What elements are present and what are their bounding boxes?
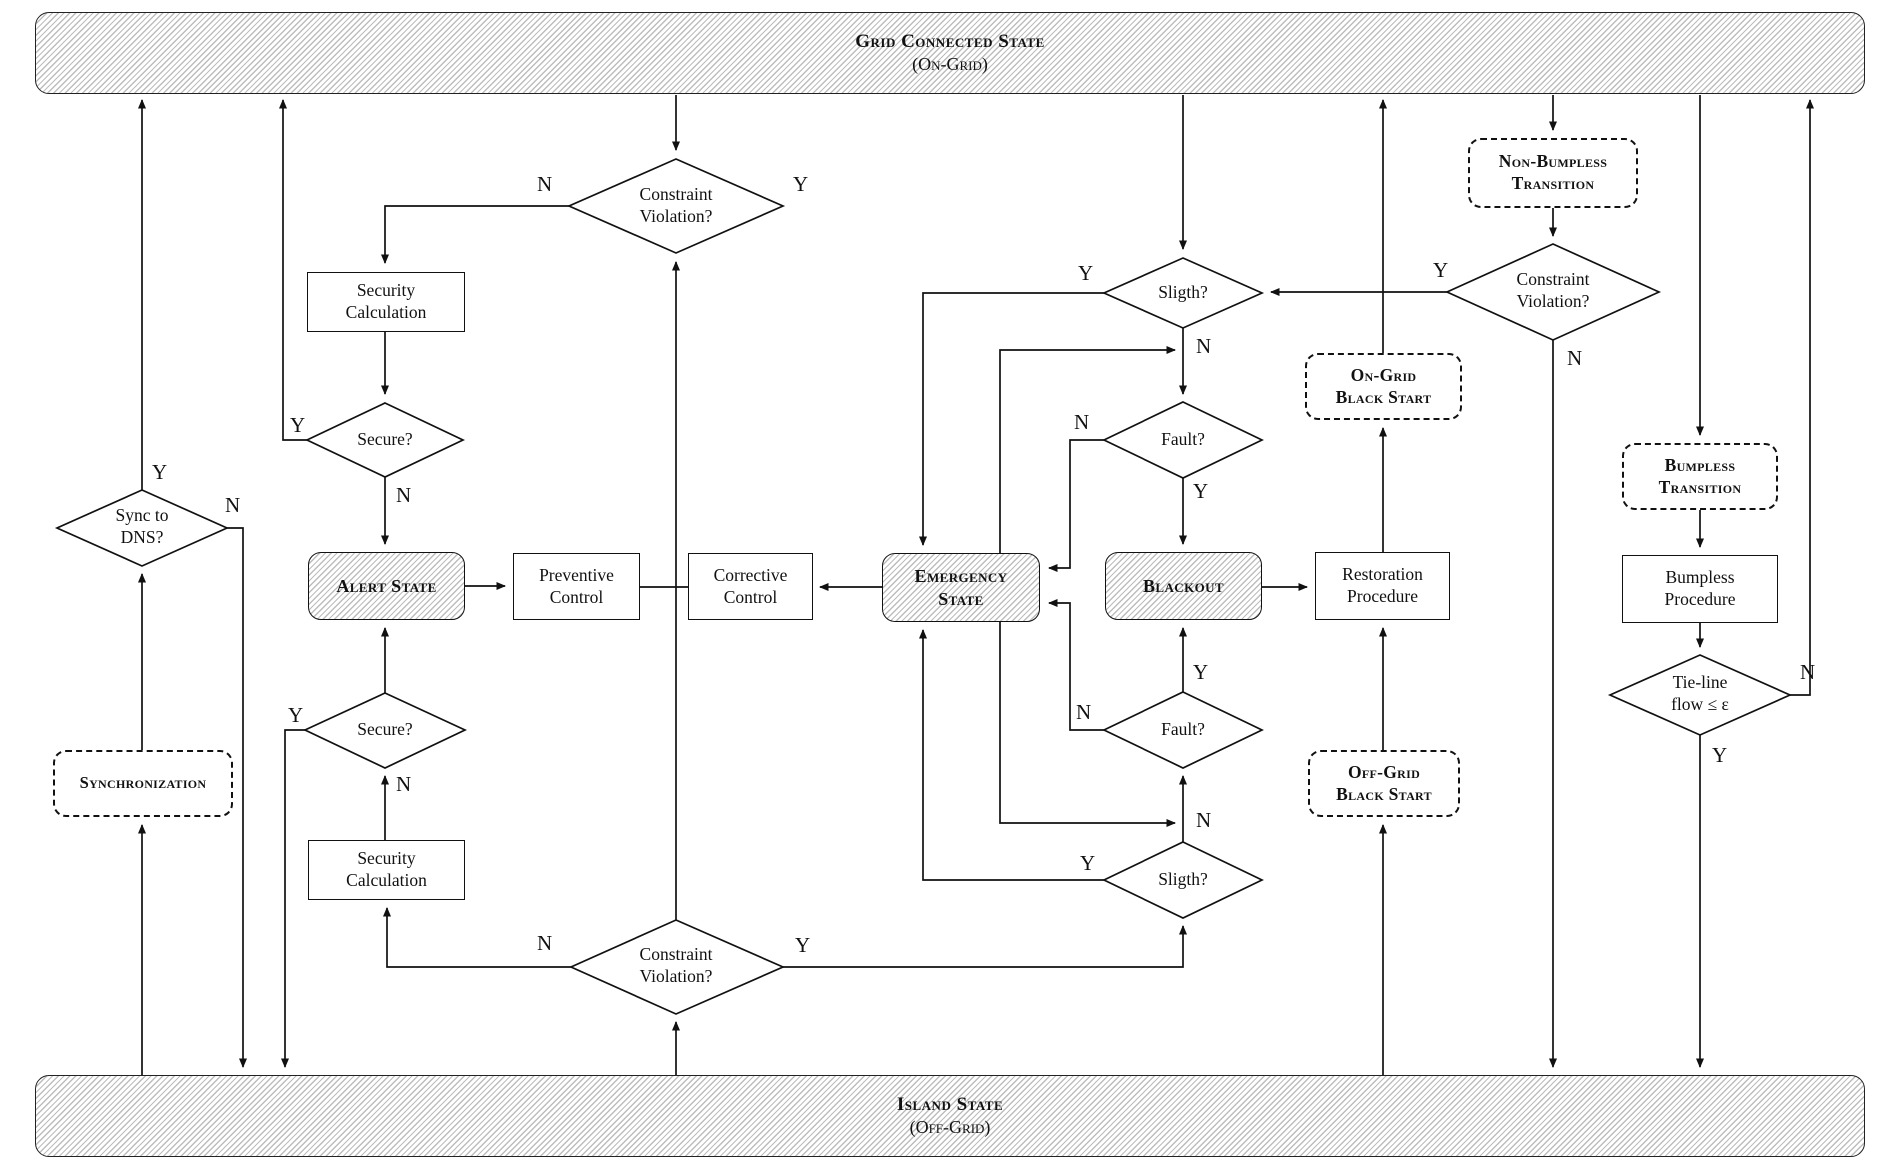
- label-cv-right-no: N: [1567, 346, 1583, 370]
- label-tieline-yes: Y: [1712, 743, 1728, 767]
- bumpless-transition-box[interactable]: Bumpless Transition: [1622, 443, 1778, 510]
- edge-emergency-to-fault-bottom-merge: [999, 622, 1176, 827]
- label-cv-right-yes: Y: [1433, 258, 1449, 282]
- label-sligth-top-yes: Y: [1078, 261, 1094, 285]
- synchronization-label: Synchronization: [79, 773, 207, 793]
- sligth-bottom-diamond-shape[interactable]: [1102, 841, 1264, 919]
- edge-sligth-bottom-yes-to-emergency: [919, 629, 1104, 881]
- grid-bar-subtitle: (On-Grid): [912, 54, 988, 74]
- emergency-state-label: Emergency State: [914, 566, 1008, 609]
- synchronization-box[interactable]: Synchronization: [53, 750, 233, 817]
- island-bar-subtitle: (Off-Grid): [909, 1117, 991, 1137]
- emergency-state-box[interactable]: Emergency State: [882, 553, 1040, 622]
- label-fault-top-yes: Y: [1193, 479, 1209, 503]
- edge-emergency-to-fault-top-merge: [999, 346, 1176, 553]
- label-tieline-no: N: [1800, 660, 1816, 684]
- security-calculation-top-box[interactable]: Security Calculation: [307, 272, 465, 332]
- on-grid-black-start-label: On-Grid Black Start: [1335, 364, 1432, 407]
- label-sligth-bottom-no: N: [1196, 808, 1212, 832]
- preventive-control-label: Preventive Control: [539, 564, 614, 607]
- label-fault-bottom-yes: Y: [1193, 660, 1209, 684]
- edge-cv-bottom-no-to-security-calc-bottom: [383, 907, 571, 968]
- off-grid-black-start-label: Off-Grid Black Start: [1336, 761, 1432, 804]
- label-fault-bottom-no: N: [1076, 700, 1092, 724]
- label-secure-bottom-no: N: [396, 772, 412, 796]
- blackout-box[interactable]: Blackout: [1105, 552, 1262, 620]
- non-bumpless-transition-box[interactable]: Non-Bumpless Transition: [1468, 138, 1638, 208]
- label-secure-bottom-yes: Y: [288, 703, 304, 727]
- grid-bar-title: Grid Connected State: [855, 31, 1045, 52]
- label-secure-top-no: N: [396, 483, 412, 507]
- label-cv-bottom-yes: Y: [795, 933, 811, 957]
- edge-secure-bottom-yes-to-islandbar: [281, 729, 307, 1068]
- label-sligth-top-no: N: [1196, 334, 1212, 358]
- label-fault-top-no: N: [1074, 410, 1090, 434]
- label-cv-top-no: N: [537, 172, 553, 196]
- blackout-label: Blackout: [1143, 575, 1224, 596]
- sligth-top-diamond-shape[interactable]: [1101, 257, 1265, 329]
- bumpless-procedure-label: Bumpless Procedure: [1664, 567, 1736, 609]
- secure-bottom-diamond-shape[interactable]: [302, 692, 468, 769]
- fault-top-diamond-shape[interactable]: [1102, 401, 1264, 479]
- bumpless-procedure-box[interactable]: Bumpless Procedure: [1622, 555, 1778, 623]
- bumpless-transition-label: Bumpless Transition: [1658, 454, 1742, 497]
- island-bar-title: Island State: [896, 1094, 1004, 1115]
- label-cv-top-yes: Y: [793, 172, 809, 196]
- edge-cv-top-no-to-security-calc: [381, 205, 569, 264]
- label-syncdns-no: N: [225, 493, 241, 517]
- secure-top-diamond-shape[interactable]: [305, 402, 465, 478]
- edge-sligth-top-yes-to-emergency: [919, 292, 1104, 546]
- edge-cv-bottom-yes-to-sligth-bottom: [783, 925, 1187, 968]
- cv-top-diamond-shape[interactable]: [566, 158, 786, 254]
- edge-syncdns-no-to-islandbar: [227, 527, 247, 1068]
- security-calculation-top-label: Security Calculation: [345, 280, 427, 322]
- corrective-control-label: Corrective Control: [713, 564, 788, 607]
- preventive-control-box[interactable]: Preventive Control: [513, 553, 640, 620]
- edge-fault-bottom-no-to-emergency: [1048, 599, 1104, 731]
- corrective-control-box[interactable]: Corrective Control: [688, 553, 813, 620]
- non-bumpless-transition-label: Non-Bumpless Transition: [1498, 151, 1608, 193]
- syncdns-diamond-shape[interactable]: [54, 489, 230, 567]
- fault-bottom-diamond-shape[interactable]: [1102, 691, 1264, 769]
- edge-secure-top-yes-to-gridbar: [279, 99, 307, 441]
- edge-fault-top-no-to-emergency: [1048, 439, 1104, 572]
- off-grid-black-start-box[interactable]: Off-Grid Black Start: [1308, 750, 1460, 817]
- restoration-procedure-box[interactable]: Restoration Procedure: [1315, 552, 1450, 620]
- alert-state-box[interactable]: Alert State: [308, 552, 465, 620]
- grid-connected-state-bar[interactable]: Grid Connected State (On-Grid): [35, 12, 1865, 94]
- restoration-procedure-label: Restoration Procedure: [1342, 564, 1423, 606]
- edge-tieline-no-to-gridbar: [1790, 99, 1814, 696]
- label-sligth-bottom-yes: Y: [1080, 851, 1096, 875]
- security-calculation-bottom-box[interactable]: Security Calculation: [308, 840, 465, 900]
- label-cv-bottom-no: N: [537, 931, 553, 955]
- tieline-diamond-shape[interactable]: [1607, 654, 1793, 736]
- cv-bottom-diamond-shape[interactable]: [568, 919, 786, 1015]
- label-syncdns-yes: Y: [152, 460, 168, 484]
- on-grid-black-start-box[interactable]: On-Grid Black Start: [1305, 353, 1462, 420]
- island-state-bar[interactable]: Island State (Off-Grid): [35, 1075, 1865, 1157]
- label-secure-top-yes: Y: [290, 413, 306, 437]
- alert-state-label: Alert State: [336, 575, 437, 596]
- security-calculation-bottom-label: Security Calculation: [346, 848, 427, 890]
- cv-right-diamond-shape[interactable]: [1444, 243, 1662, 341]
